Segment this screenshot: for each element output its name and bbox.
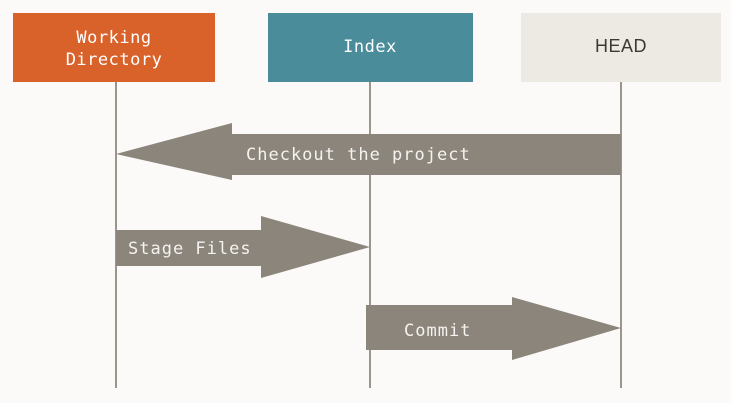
node-working-directory-box [13,13,215,82]
node-index-label-line1: Index [343,37,397,57]
arrow-checkout[interactable]: Checkout the project [116,123,621,180]
arrow-stage-files-shape [116,216,370,278]
node-working-directory-label-line2: Directory [66,50,163,70]
arrow-commit-label: Commit [404,321,471,341]
arrow-commit-shape [366,297,621,360]
node-index[interactable]: Index [268,13,473,82]
arrow-commit[interactable]: Commit [366,297,621,360]
node-working-directory-label-line1: Working [76,28,151,48]
arrow-stage-files-label: Stage Files [128,239,252,259]
arrow-stage-files[interactable]: Stage Files [116,216,370,278]
node-working-directory[interactable]: Working Directory [13,13,215,82]
node-head-label-line1: HEAD [595,36,647,56]
arrow-checkout-label: Checkout the project [246,145,471,165]
node-index-box [268,13,473,82]
node-head-box [521,13,721,82]
node-head[interactable]: HEAD [521,13,721,82]
arrow-checkout-shape [116,123,621,180]
